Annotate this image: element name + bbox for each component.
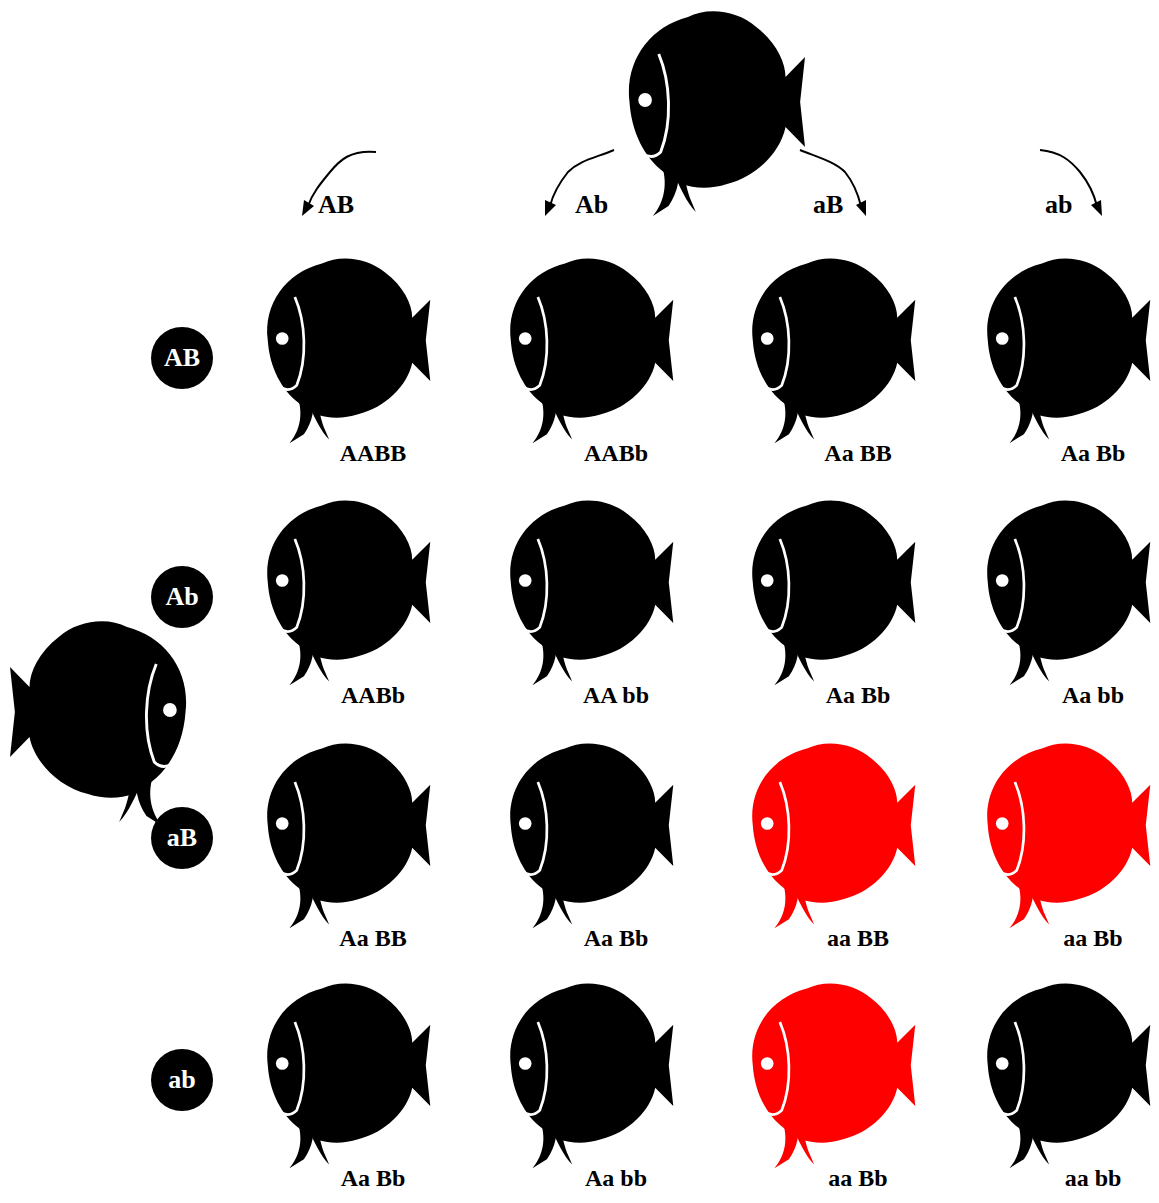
gamete-circle: ab	[151, 1049, 213, 1111]
offspring-fish: aa Bb	[730, 975, 920, 1193]
fish-silhouette	[965, 735, 1155, 930]
offspring-fish: Aa bb	[488, 975, 678, 1193]
fish-silhouette	[730, 250, 920, 445]
offspring-fish: Aa bb	[965, 492, 1155, 710]
genotype-label: Aa BB	[824, 440, 891, 466]
offspring-fish: Aa BB	[245, 735, 435, 953]
offspring-fish: aa Bb	[965, 735, 1155, 953]
gamete-circle: Ab	[151, 566, 213, 628]
genotype-label: AABb	[584, 440, 648, 466]
fish-silhouette	[965, 492, 1155, 687]
fish-silhouette	[730, 492, 920, 687]
offspring-fish: Aa Bb	[488, 735, 678, 953]
fish-silhouette	[488, 250, 678, 445]
genotype-label: aa bb	[1065, 1165, 1122, 1191]
genotype-label: Aa Bb	[826, 682, 891, 708]
gamete-label: ab	[1045, 190, 1072, 220]
gamete-circle: AB	[151, 327, 213, 389]
genotype-label: AA bb	[583, 682, 649, 708]
genotype-label: Aa Bb	[341, 1165, 406, 1191]
genotype-label: aa BB	[827, 925, 889, 951]
sperm-arrows	[308, 150, 1097, 206]
offspring-fish: Aa Bb	[730, 492, 920, 710]
gamete-label: Ab	[575, 190, 608, 220]
fish-silhouette	[488, 735, 678, 930]
genotype-label: Aa BB	[339, 925, 406, 951]
offspring-fish: Aa Bb	[965, 250, 1155, 468]
genotype-label: AABB	[340, 440, 407, 466]
gamete-circle: aB	[151, 807, 213, 869]
genotype-label: Aa bb	[585, 1165, 647, 1191]
gamete-label: aB	[813, 190, 843, 220]
offspring-fish: Aa Bb	[245, 975, 435, 1193]
fish-silhouette	[730, 975, 920, 1170]
father-fish	[629, 11, 805, 216]
gamete-text: AB	[164, 343, 200, 373]
genotype-label: AABb	[341, 682, 405, 708]
gamete-label: AB	[318, 190, 354, 220]
offspring-fish: AABb	[245, 492, 435, 710]
gamete-text: aB	[167, 823, 197, 853]
fish-silhouette	[245, 975, 435, 1170]
genotype-label: Aa Bb	[1061, 440, 1126, 466]
genotype-label: aa Bb	[828, 1165, 887, 1191]
fish-silhouette	[730, 735, 920, 930]
offspring-fish: AABb	[488, 250, 678, 468]
gamete-text: Ab	[165, 582, 198, 612]
offspring-fish: Aa BB	[730, 250, 920, 468]
mother-fish	[10, 621, 186, 826]
fish-silhouette	[965, 975, 1155, 1170]
gamete-text: ab	[168, 1065, 195, 1095]
fish-silhouette	[245, 250, 435, 445]
genotype-label: aa Bb	[1063, 925, 1122, 951]
fish-silhouette	[488, 975, 678, 1170]
genotype-label: Aa Bb	[584, 925, 649, 951]
fish-silhouette	[245, 735, 435, 930]
offspring-fish: AA bb	[488, 492, 678, 710]
sperm-heads	[302, 200, 1102, 216]
fish-silhouette	[245, 492, 435, 687]
offspring-fish: aa bb	[965, 975, 1155, 1193]
offspring-fish: aa BB	[730, 735, 920, 953]
offspring-fish: AABB	[245, 250, 435, 468]
fish-silhouette	[488, 492, 678, 687]
genotype-label: Aa bb	[1062, 682, 1124, 708]
fish-silhouette	[965, 250, 1155, 445]
